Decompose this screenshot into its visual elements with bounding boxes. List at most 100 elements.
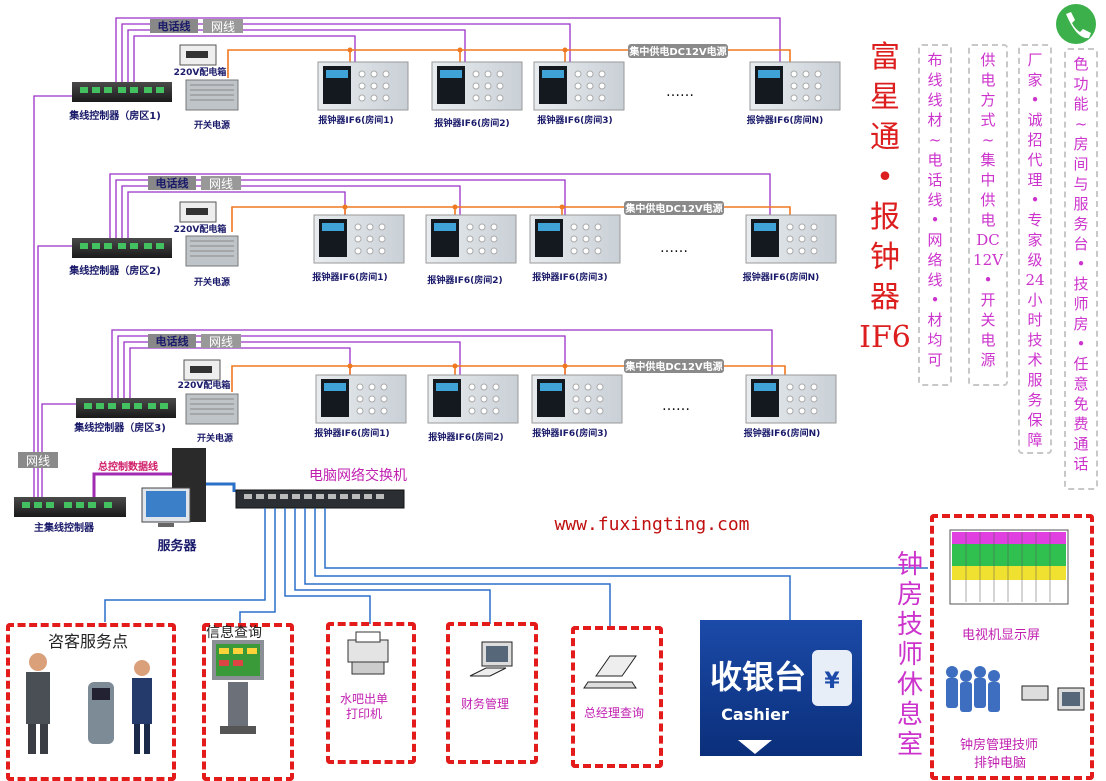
phone-line-label: 电话线 [156,176,189,190]
room-zone-3: 电话线 网线 集中供电DC12V电源 集线控制器（房区3) 220V配电箱 开关… [73,329,837,444]
room-label: 报钟器IF6(房间1) [312,271,387,283]
main-hub-label: 主集线控制器 [34,521,95,534]
printer-icon [347,631,389,675]
feature-char: 台 [1073,235,1089,253]
feature-char: 障 [1027,431,1043,449]
feature-char: • [1076,335,1086,353]
feature-char: 线 [927,71,943,89]
feature-char: DC [976,231,1000,249]
feature-char: 务 [1073,215,1089,233]
feature-char: 间 [1073,155,1089,173]
feature-char: 术 [1027,351,1043,369]
brand-char: 富 [870,40,900,75]
server-label: 服务器 [157,538,197,554]
feature-char: 均 [927,331,943,349]
tv-label: 电视机显示屏 [962,628,1041,643]
feature-char: 意 [1073,375,1089,393]
feature-char: 电 [980,211,996,229]
power-box-label: 220V配电箱 [174,66,227,78]
tech-pc-label-2: 排钟电脑 [974,756,1027,771]
brand-char: IF6 [859,320,911,355]
consult-illustration [26,653,152,754]
clock-device-room3 [533,61,625,111]
feature-char: 线 [927,271,943,289]
room-zone-1: 电话线 网线 集中供电DC12V电源 集线控制器（房区1) 220V配电箱 开关… [68,17,841,131]
feature-char: 理 [1027,171,1043,189]
feature-char: ~ [1074,115,1088,133]
clock-device-roomN [749,61,841,111]
hub-label: 集线控制器（房区3) [73,421,166,434]
phone-icon [1056,4,1096,44]
feature-char: 源 [980,351,996,369]
room-title-char: 师 [896,640,923,670]
feature-char: • [1030,191,1040,209]
room-label: 报钟器IF6(房间1) [318,114,393,126]
room-label: 报钟器IF6(房间2) [427,274,502,286]
power-box-label: 220V配电箱 [174,223,227,235]
room-label: 报钟器IF6(房间2) [434,117,509,129]
power-box-label: 220V配电箱 [178,379,231,391]
feature-char: 技 [1027,331,1043,349]
clock-device-room1 [315,374,407,424]
dc-power-label: 集中供电DC12V电源 [624,360,722,373]
room-label: 报钟器IF6(房间3) [532,271,607,283]
main-control-area: 网线 总控制数据线 主集线控制器 服务器 电脑网络交换机 [14,448,928,626]
room-label: 报钟器IF6(房间N) [747,114,824,126]
room-label: 报钟器IF6(房间3) [537,114,612,126]
data-line-label: 总控制数据线 [98,460,158,473]
clock-device-room3 [531,374,623,424]
dc-power-label: 集中供电DC12V电源 [624,202,722,215]
finance-pc-icon [469,641,513,677]
feature-char: 中 [980,171,996,189]
feature-char: • [1030,91,1040,109]
net-line-label: 网线 [26,454,50,468]
feature-char: 功 [1073,75,1089,93]
feature-char: 级 [1027,251,1043,269]
dc-power-label: 集中供电DC12V电源 [628,45,726,58]
feature-char: 家 [1027,71,1043,89]
feature-char: 开 [980,291,996,309]
clock-device-room1 [317,61,409,111]
feature-char: 技 [1073,275,1089,293]
feature-char: 电 [980,71,996,89]
feature-char: ~ [981,131,995,149]
feature-char: • [983,271,993,289]
feature-char: 通 [1073,435,1089,453]
net-line-label: 网线 [209,335,233,349]
website: www.fuxingting.com [554,514,749,535]
feature-char: 线 [927,191,943,209]
feature-char: 供 [980,51,996,69]
net-line-label: 网线 [209,177,233,191]
phone-line-label: 电话线 [158,19,191,33]
feature-char: • [930,211,940,229]
ellipsis: …… [662,398,690,414]
feature-char: 线 [927,91,943,109]
backbone-lines [33,95,78,500]
cashier-panel: 收银台 Cashier ¥ [700,620,862,756]
info-label: 信息查询 [206,625,262,641]
room-label: 报钟器IF6(房间3) [532,427,607,439]
room-title-char: 房 [896,580,923,610]
tech-pc-label-1: 钟房管理技师 [960,738,1039,753]
consult-label: 咨客服务点 [48,632,129,651]
feature-char: 专 [1027,211,1043,229]
feature-char: 房 [1073,135,1089,153]
clock-device-roomN [745,214,837,264]
feature-char: ~ [928,131,942,149]
feature-char: 小 [1027,291,1043,309]
hub-label: 集线控制器（房区2) [68,264,161,277]
feature-char: 保 [1027,411,1043,429]
feature-char: 话 [927,171,943,189]
feature-char: 与 [1073,175,1089,193]
feature-char: 电 [980,331,996,349]
feature-char: 任 [1073,355,1089,373]
info-box [202,623,294,781]
cashier-en: Cashier [721,705,789,724]
feature-char: 可 [927,351,943,369]
feature-char: 诚 [1027,111,1043,129]
feature-char: 代 [1027,151,1043,169]
psu-label: 开关电源 [197,432,233,444]
feature-char: 时 [1027,311,1043,329]
feature-char: • [1076,255,1086,273]
